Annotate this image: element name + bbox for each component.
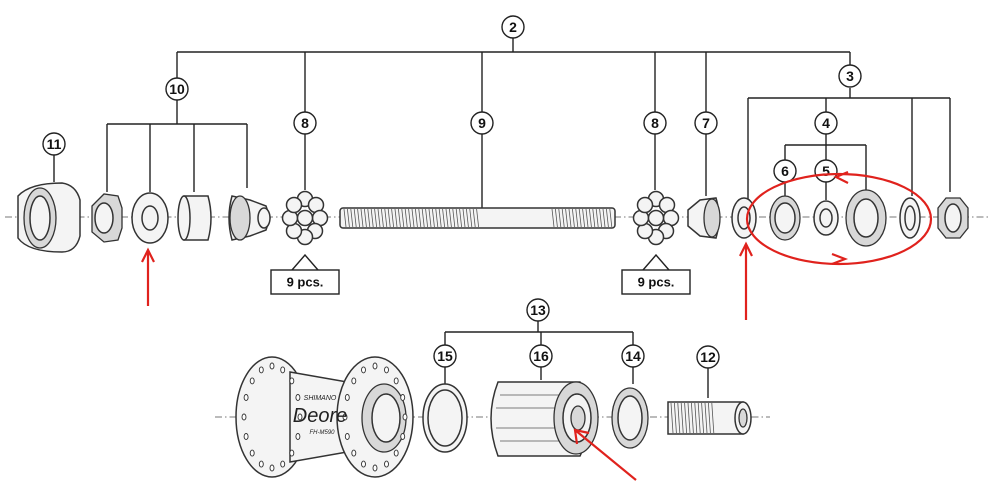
spoke-hole xyxy=(393,449,399,457)
spoke-hole xyxy=(344,394,350,401)
part-10-locknut xyxy=(91,193,123,243)
spoke-hole xyxy=(280,460,286,468)
spoke-hole xyxy=(402,413,408,421)
spoke-hole xyxy=(243,394,249,401)
spoke-hole xyxy=(297,413,303,421)
hub-brand-text: SHIMANO xyxy=(304,395,337,402)
part-3-locknut xyxy=(937,197,969,239)
spoke-hole xyxy=(361,460,366,468)
part-12-freehub-spacer xyxy=(667,401,752,435)
svg-text:12: 12 xyxy=(700,349,716,365)
red-arrow-right xyxy=(739,241,753,320)
svg-text:8: 8 xyxy=(651,115,659,131)
quantity-label-right: 9 pcs. xyxy=(621,269,691,295)
svg-text:9 pcs.: 9 pcs. xyxy=(638,275,675,290)
hub-body: SHIMANO Deore FH-M590 xyxy=(235,356,414,478)
callout-9: 9 xyxy=(470,111,494,135)
spoke-hole xyxy=(249,449,255,457)
spoke-hole xyxy=(241,413,247,421)
svg-text:2: 2 xyxy=(509,19,517,35)
svg-text:10: 10 xyxy=(169,81,185,97)
spoke-hole xyxy=(384,460,389,468)
part-14-seal xyxy=(611,387,649,449)
spoke-hole xyxy=(289,377,295,385)
red-arrow-freehub xyxy=(573,428,637,481)
svg-text:3: 3 xyxy=(846,68,854,84)
hub-sub-text: FH-M590 xyxy=(309,430,335,436)
callout-6: 6 xyxy=(773,159,797,183)
spoke-hole xyxy=(258,460,264,468)
part-7-cone xyxy=(687,197,721,239)
spoke-hole xyxy=(269,362,275,370)
part-8-ball-bearings-right xyxy=(632,190,680,246)
part-15-spacer-ring xyxy=(422,383,468,453)
svg-text:15: 15 xyxy=(437,348,453,364)
part-10-washer xyxy=(131,192,169,244)
part-11-dust-cap xyxy=(17,182,81,253)
spoke-hole xyxy=(372,362,378,370)
spoke-hole xyxy=(342,413,348,421)
quantity-label-left: 9 pcs. xyxy=(270,269,340,295)
spoke-hole xyxy=(249,377,255,385)
spoke-hole xyxy=(384,366,389,374)
spoke-hole xyxy=(295,394,301,401)
svg-text:14: 14 xyxy=(625,348,641,364)
svg-text:9 pcs.: 9 pcs. xyxy=(287,275,324,290)
callout-13: 13 xyxy=(526,298,550,322)
callout-2: 2 xyxy=(501,15,525,39)
spoke-hole xyxy=(351,377,357,385)
callout-3: 3 xyxy=(838,64,862,88)
leader-lines xyxy=(53,38,951,398)
part-10-cone xyxy=(228,195,271,241)
callout-7: 7 xyxy=(694,111,718,135)
spoke-hole xyxy=(344,433,350,440)
svg-text:13: 13 xyxy=(530,302,546,318)
red-annotations xyxy=(141,170,933,481)
callout-16: 16 xyxy=(529,344,553,368)
svg-text:16: 16 xyxy=(533,348,549,364)
spoke-hole xyxy=(289,449,295,457)
red-ellipse-highlight xyxy=(745,170,933,266)
spoke-hole xyxy=(258,366,264,374)
svg-text:11: 11 xyxy=(47,136,62,152)
spoke-hole xyxy=(243,433,249,440)
spoke-hole xyxy=(393,377,399,385)
part-4-spacer-right xyxy=(845,189,887,247)
svg-text:4: 4 xyxy=(822,115,830,131)
part-9-axle xyxy=(339,207,616,229)
spoke-hole xyxy=(280,366,286,374)
svg-text:7: 7 xyxy=(702,115,710,131)
callout-8-right: 8 xyxy=(643,111,667,135)
callout-4: 4 xyxy=(814,111,838,135)
part-10-spacer xyxy=(177,195,212,241)
part-16-freehub-body xyxy=(490,381,599,457)
spoke-hole xyxy=(361,366,366,374)
callout-12: 12 xyxy=(696,345,720,369)
part-8-ball-bearings-left xyxy=(281,190,329,246)
callout-15: 15 xyxy=(433,344,457,368)
svg-text:8: 8 xyxy=(301,115,309,131)
svg-text:9: 9 xyxy=(478,115,486,131)
spoke-hole xyxy=(351,449,357,457)
part-5-washer xyxy=(813,200,839,236)
callout-8-left: 8 xyxy=(293,111,317,135)
spoke-hole xyxy=(400,433,406,440)
part-6-spacer xyxy=(769,195,801,241)
callout-10: 10 xyxy=(165,77,189,101)
spoke-hole xyxy=(372,464,378,472)
hub-model-text: Deore xyxy=(293,405,347,427)
callout-5: 5 xyxy=(814,159,838,183)
callout-14: 14 xyxy=(621,344,645,368)
svg-text:5: 5 xyxy=(822,163,830,179)
spoke-hole xyxy=(295,433,301,440)
spoke-hole xyxy=(269,464,275,472)
part-3-washer-right xyxy=(899,197,921,239)
svg-text:6: 6 xyxy=(781,163,789,179)
red-arrow-left xyxy=(141,247,155,306)
spoke-hole xyxy=(400,394,406,401)
callout-11: 11 xyxy=(42,132,66,156)
